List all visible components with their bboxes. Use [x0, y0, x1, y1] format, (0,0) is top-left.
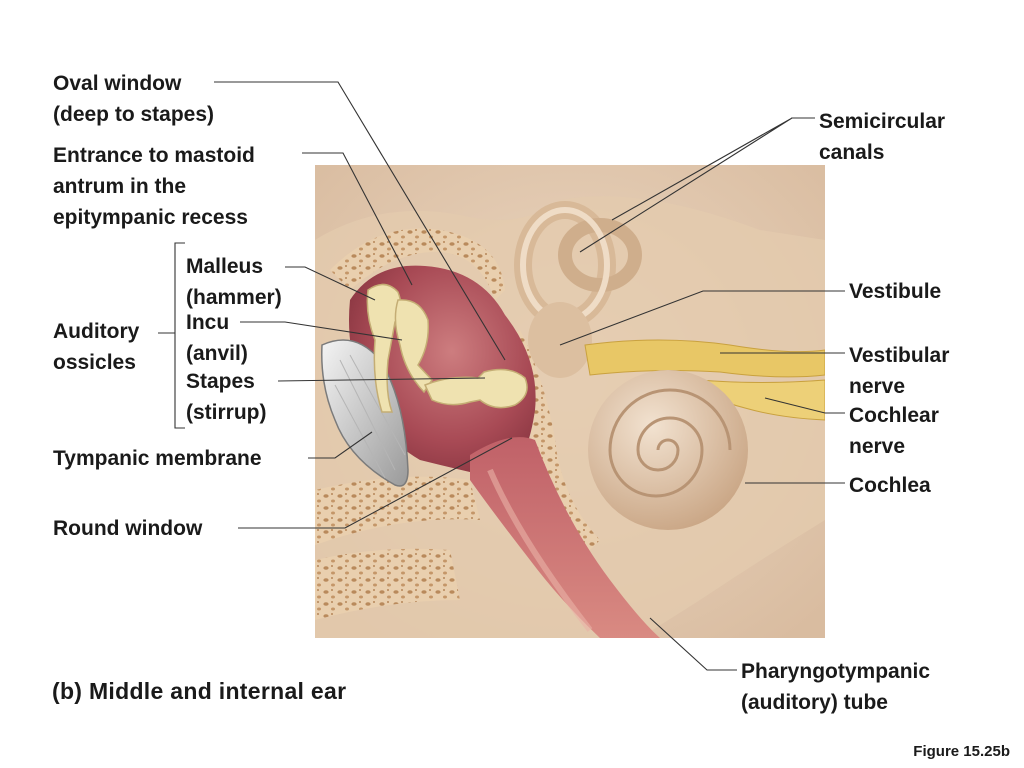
label-vestibule: Vestibule	[849, 280, 942, 303]
label-incus: Incu (anvil)	[186, 311, 248, 365]
leader-ossicles-bracket	[158, 242, 185, 429]
pharyngotympanic-tube-shape	[470, 437, 660, 638]
leader-semicircular-canals	[579, 117, 815, 253]
vestibule-shape	[528, 302, 592, 378]
leader-oval-window	[214, 81, 506, 361]
leader-tympanic-membrane	[308, 431, 373, 459]
leader-cochlear-nerve	[764, 397, 845, 414]
label-cochlear-nerve: Cochlear nerve	[849, 404, 939, 458]
label-vestibular-nerve: Vestibular nerve	[849, 344, 950, 398]
spongy-bone-bottom	[315, 476, 480, 545]
label-stapes: Stapes (stirrup)	[186, 370, 267, 424]
cochlea-shape	[588, 370, 748, 530]
label-cochlea: Cochlea	[849, 474, 931, 497]
figure-number: Figure 15.25b	[913, 743, 1010, 760]
figure-caption: (b) Middle and internal ear	[52, 678, 347, 704]
label-pharyngotympanic-tube: Pharyngotympanic (auditory) tube	[741, 660, 931, 714]
label-auditory-ossicles: Auditory ossicles	[53, 320, 140, 374]
leader-mastoid	[302, 152, 413, 286]
leader-round-window	[238, 437, 513, 529]
leader-vestibule	[559, 290, 845, 346]
spongy-bone-lower	[315, 548, 460, 620]
leader-malleus	[285, 266, 376, 301]
label-entrance-to-mastoid: Entrance to mastoid antrum in the epitym…	[53, 144, 255, 229]
leader-incus	[240, 321, 403, 341]
label-tympanic-membrane: Tympanic membrane	[53, 447, 262, 470]
leader-lines	[158, 81, 845, 671]
label-round-window: Round window	[53, 517, 203, 540]
label-oval-window: Oval window (deep to stapes)	[53, 72, 215, 126]
spongy-bone-top	[330, 228, 505, 300]
leader-stapes	[277, 377, 486, 382]
leader-pharyngotympanic-tube	[649, 617, 737, 671]
label-semicircular-canals: Semicircular canals	[819, 110, 946, 164]
label-malleus: Malleus (hammer)	[186, 255, 282, 309]
